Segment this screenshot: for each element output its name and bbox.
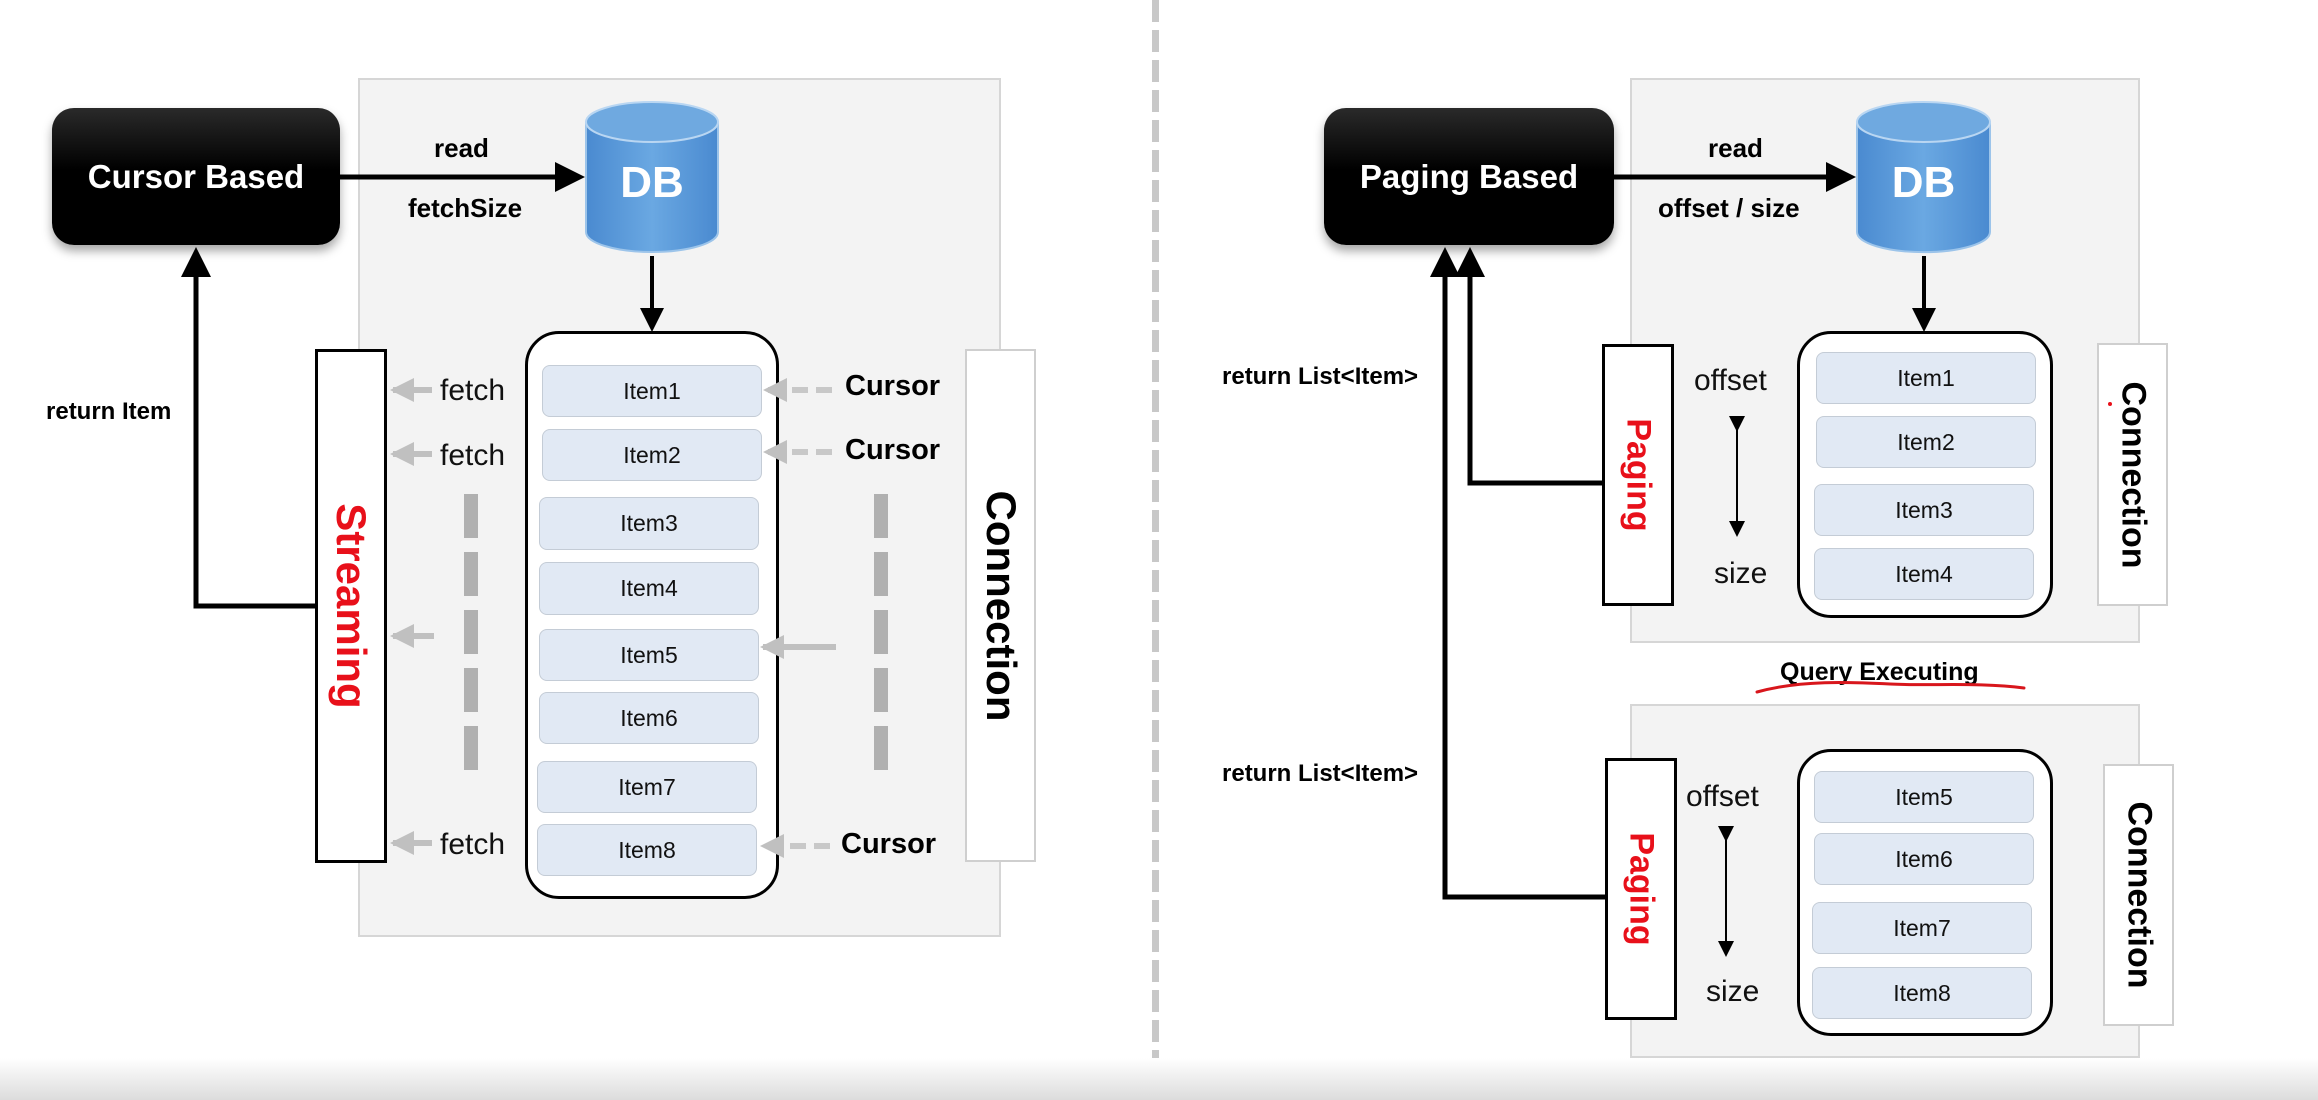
cursor-item-container: Item1 Item2 Item3 Item4 Item5 Item6 Item… — [525, 331, 779, 899]
connection-box: Connection — [965, 349, 1036, 862]
item: Item4 — [1814, 548, 2034, 600]
connection-box: Connection — [2097, 343, 2168, 606]
paging-based-box: Paging Based — [1324, 108, 1614, 245]
item: Item1 — [542, 365, 762, 417]
cursor-label: Cursor — [845, 370, 941, 402]
return-item-arrow — [181, 247, 315, 609]
paging-based-label: Paging Based — [1359, 157, 1579, 195]
item: Item7 — [537, 761, 757, 813]
db-label: DB — [1891, 158, 1956, 207]
fetch-label: fetch — [440, 374, 506, 407]
item: Item2 — [1816, 416, 2036, 468]
return-list-label: return List<Item> — [1222, 760, 1419, 787]
db-icon: DB — [1855, 100, 1992, 256]
size-label: size — [1714, 557, 1768, 590]
item: Item7 — [1812, 902, 2032, 954]
item: Item8 — [537, 824, 757, 876]
fetch-label: fetch — [440, 828, 506, 861]
offset-size-label: offset / size — [1658, 193, 1800, 223]
connection-box: Connection — [2103, 764, 2174, 1026]
streaming-box: Streaming — [315, 349, 387, 863]
cursor-based-box: Cursor Based — [52, 108, 340, 245]
item: Item5 — [1814, 771, 2034, 823]
section-divider — [1152, 0, 1159, 1100]
fetch-size-label: fetchSize — [408, 193, 523, 223]
item: Item8 — [1812, 967, 2032, 1019]
cursor-label: Cursor — [845, 434, 941, 466]
cursor-based-label: Cursor Based — [87, 157, 305, 195]
annotation-dot — [2108, 402, 2112, 406]
page-item-container: Item1 Item2 Item3 Item4 — [1797, 331, 2053, 618]
paging-box: Paging — [1605, 758, 1677, 1020]
fetch-label: fetch — [440, 439, 506, 472]
item: Item5 — [539, 629, 759, 681]
read-label: read — [1708, 133, 1763, 163]
return-list-label: return List<Item> — [1222, 363, 1419, 390]
query-executing-label: Query Executing — [1780, 658, 1979, 686]
item: Item6 — [539, 692, 759, 744]
read-label: read — [434, 133, 489, 163]
paging-box: Paging — [1602, 344, 1674, 606]
item: Item6 — [1814, 833, 2034, 885]
item: Item3 — [539, 497, 759, 550]
db-icon: DB — [584, 100, 720, 256]
return-list-arrow — [1430, 247, 1605, 900]
page-item-container: Item5 Item6 Item7 Item8 — [1797, 749, 2053, 1036]
bottom-band — [0, 1058, 2318, 1100]
offset-label: offset — [1686, 780, 1759, 813]
cursor-label: Cursor — [841, 828, 937, 860]
query-underline-annotation — [1755, 681, 2026, 694]
size-label: size — [1706, 975, 1760, 1008]
item: Item2 — [542, 429, 762, 481]
return-list-arrow — [1455, 247, 1602, 486]
item: Item3 — [1814, 484, 2034, 536]
offset-label: offset — [1694, 364, 1767, 397]
return-item-label: return Item — [46, 398, 172, 425]
item: Item4 — [539, 562, 759, 615]
item: Item1 — [1816, 352, 2036, 404]
db-label: DB — [620, 158, 684, 207]
